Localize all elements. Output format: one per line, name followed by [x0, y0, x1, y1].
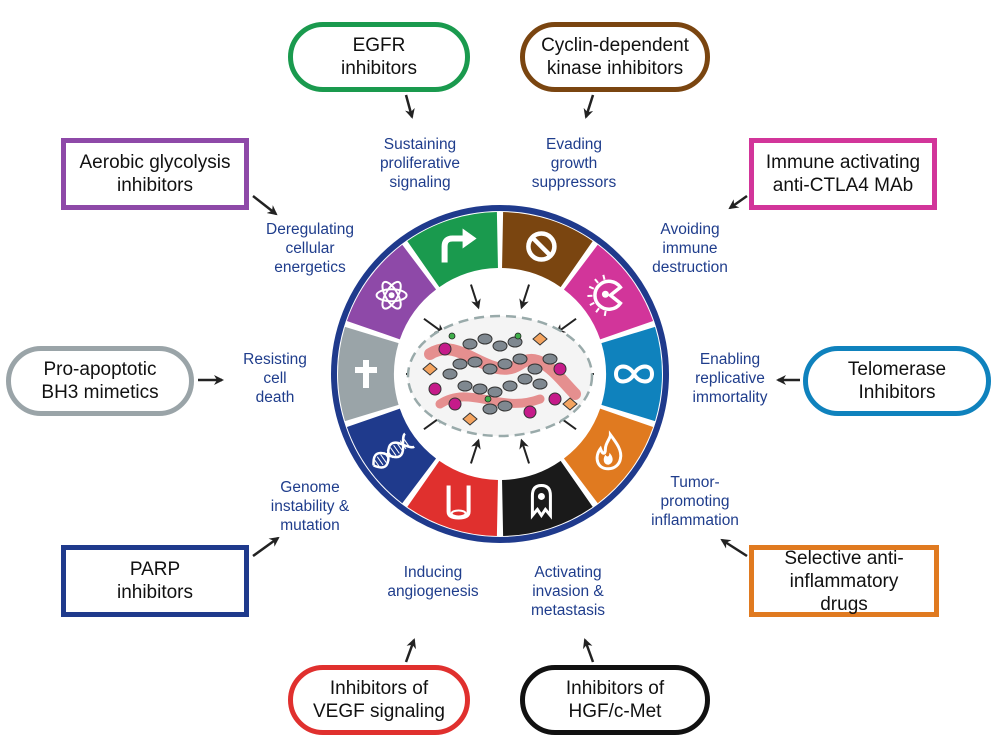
hallmark-label-energetics: Deregulating cellular energetics	[266, 221, 354, 276]
drug-box-hgf: Inhibitors of HGF/c-Met	[520, 665, 710, 735]
drug-box-bh3: Pro-apoptotic BH3 mimetics	[6, 346, 194, 416]
drug-box-label: PARP inhibitors	[116, 559, 194, 603]
drug-box-label: Immune activating anti-CTLA4 MAb	[765, 152, 921, 196]
ghost-cell-icon	[530, 483, 552, 520]
drug-box-vegf: Inhibitors of VEGF signaling	[288, 665, 470, 735]
arrow-up-right-icon	[441, 228, 477, 263]
hallmark-label-immortality: Enabling replicative immortality	[692, 351, 768, 406]
drug-box-egfr: EGFR inhibitors	[288, 22, 470, 92]
ring-segment-energetics	[346, 244, 437, 340]
ring-segment-inflammation	[563, 408, 654, 504]
drug-box-cdk: Cyclin-dependent kinase inhibitors	[520, 22, 710, 92]
tumor-microenvironment-icon	[406, 314, 594, 438]
ring-segment-proliferative	[407, 212, 498, 288]
drug-box-label: EGFR inhibitors	[340, 35, 418, 79]
drug-box-glycolysis: Aerobic glycolysis inhibitors	[61, 138, 249, 210]
drug-box-label: Telomerase Inhibitors	[847, 359, 947, 403]
arrow-immune	[728, 194, 748, 210]
ring-outline	[331, 205, 669, 543]
hallmark-label-inflammation: Tumor- promoting inflammation	[651, 474, 739, 529]
arrow-vegf	[404, 638, 416, 663]
ring-segment-angiogenesis	[407, 460, 498, 536]
arrow-inward-proliferative	[470, 284, 481, 310]
arrow-inward-suppressors	[519, 284, 530, 310]
arrow-hgf	[583, 638, 595, 663]
hallmark-label-invasion: Activating invasion & metastasis	[530, 564, 606, 619]
ring-segment-immune	[563, 244, 654, 340]
pacman-cell-icon	[587, 274, 623, 317]
drug-box-label: Pro-apoptotic BH3 mimetics	[41, 359, 159, 403]
arrow-antiinflammatory	[720, 538, 748, 558]
dna-helix-icon	[372, 432, 415, 469]
hallmark-label-immune: Avoiding immune destruction	[652, 221, 728, 276]
drug-box-immune: Immune activating anti-CTLA4 MAb	[749, 138, 937, 210]
arrow-parp	[252, 536, 280, 558]
drug-box-label: Selective anti- inflammatory drugs	[784, 547, 904, 615]
hallmark-label-angiogenesis: Inducing angiogenesis	[387, 564, 479, 600]
drug-box-label: Inhibitors of HGF/c-Met	[565, 678, 665, 722]
arrow-inward-angiogenesis	[470, 438, 481, 464]
atom-icon	[375, 280, 408, 310]
drug-box-label: Cyclin-dependent kinase inhibitors	[541, 35, 689, 79]
drug-box-antiinflammatory: Selective anti- inflammatory drugs	[749, 545, 939, 617]
vessel-icon	[446, 485, 471, 520]
hallmark-label-death: Resisting cell death	[243, 351, 307, 406]
hallmark-label-genome: Genome instability & mutation	[270, 479, 350, 534]
drug-box-parp: PARP inhibitors	[61, 545, 249, 617]
arrow-egfr	[404, 94, 415, 119]
arrow-inward-invasion	[519, 438, 530, 464]
hallmark-label-suppressors: Evading growth suppressors	[531, 136, 617, 191]
drug-box-label: Inhibitors of VEGF signaling	[312, 678, 445, 722]
drug-box-telomerase: Telomerase Inhibitors	[803, 346, 991, 416]
flame-icon	[595, 430, 623, 471]
infinity-icon	[613, 364, 655, 384]
prohibition-icon	[526, 231, 557, 262]
drug-box-label: Aerobic glycolysis inhibitors	[79, 152, 231, 196]
hallmark-ring	[331, 205, 669, 543]
ring-segment-immortality	[601, 326, 662, 422]
ring-segment-invasion	[502, 460, 593, 536]
hallmark-label-proliferative: Sustaining proliferative signaling	[379, 136, 461, 191]
arrow-glycolysis	[252, 195, 278, 216]
arrow-cdk	[583, 94, 595, 119]
cross-icon	[355, 360, 377, 388]
